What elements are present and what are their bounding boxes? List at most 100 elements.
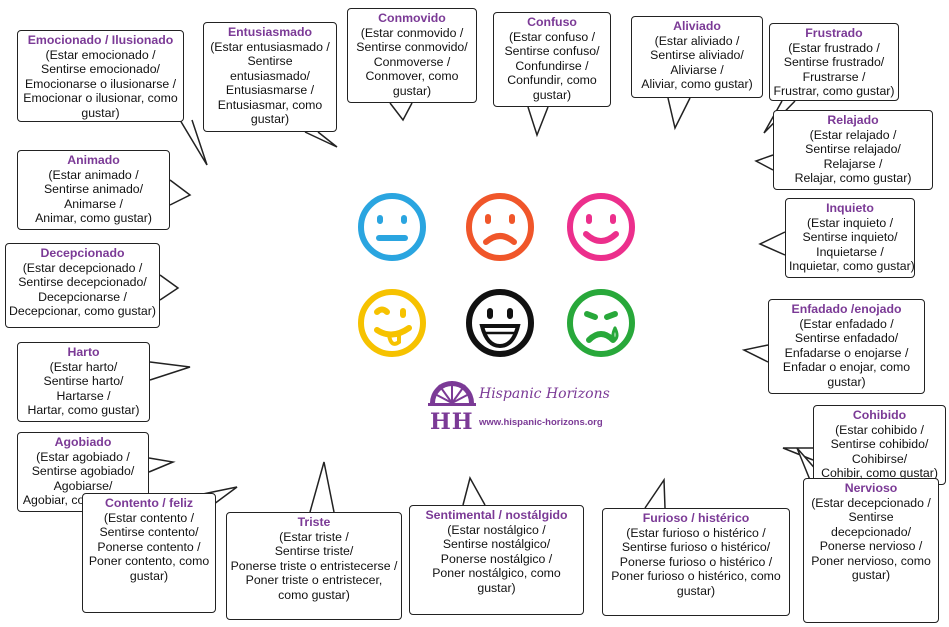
- bubble-line: gustar): [81, 105, 120, 120]
- bubble-line: Emocionar o ilusionar, como: [23, 91, 178, 105]
- speech-bubble: Conmovido(Estar conmovido /Sentirse conm…: [347, 8, 477, 103]
- bubble-title: Harto: [67, 345, 100, 359]
- bubble-line: gustar): [392, 83, 432, 98]
- bubble-line: Sentirse triste/: [274, 544, 354, 558]
- bubble-line: Agobiarse/: [53, 478, 113, 493]
- bubble-line: (Estar relajado /: [809, 127, 897, 142]
- tongue-out-face-icon: [358, 289, 426, 357]
- bubble-line: Ponerse triste o entristecerse /: [230, 558, 398, 573]
- bubble-title: Furioso / histérico: [642, 511, 750, 525]
- bubble-line: Sentirse relajado/: [805, 142, 901, 156]
- bubble-line: Enfadar o enojar, como: [782, 360, 911, 374]
- speech-bubble: Harto(Estar harto/Sentirse harto/Hartars…: [17, 342, 150, 422]
- bubble-line: Conmoverse /: [373, 54, 451, 69]
- sad-face-icon: [466, 193, 534, 261]
- bubble-line: Ponerse contento /: [97, 539, 201, 554]
- bubble-line: (Estar animado /: [48, 167, 139, 182]
- bubble-line: gustar): [129, 568, 169, 583]
- speech-bubble: Sentimental / nostálgido(Estar nostálgic…: [409, 505, 584, 615]
- bubble-line: Relajar, como gustar): [794, 171, 912, 185]
- bubble-line: Poner nervioso, como: [811, 553, 931, 568]
- bubble-line: Aliviarse /: [670, 62, 724, 77]
- bubble-title: Decepcionado: [40, 246, 125, 260]
- bubble-title: Inquieto: [826, 201, 874, 215]
- bubble-line: (Estar nostálgico /: [447, 522, 546, 537]
- bubble-line: (Estar enfadado /: [799, 316, 894, 331]
- crying-face-icon: [567, 289, 635, 357]
- speech-bubble: Furioso / histérico(Estar furioso o hist…: [602, 508, 790, 616]
- bubble-line: Frustrarse /: [802, 69, 866, 84]
- speech-bubble: Triste(Estar triste /Sentirse triste/Pon…: [226, 512, 402, 620]
- bubble-title: Enfadado /enojado: [791, 302, 902, 316]
- bubble-title: Relajado: [827, 113, 879, 127]
- speech-bubble: Confuso(Estar confuso /Sentirse confuso/…: [493, 12, 611, 107]
- bubble-line: Sentirse: [848, 510, 894, 524]
- bubble-line: Decepcionarse /: [38, 289, 127, 304]
- bubble-line: Decepcionar, como gustar): [9, 304, 156, 318]
- speech-bubble: Inquieto(Estar inquieto /Sentirse inquie…: [785, 198, 915, 278]
- bubble-line: Cohibir, como gustar): [821, 466, 938, 480]
- bubble-line: Inquietar, como gustar): [789, 259, 915, 273]
- neutral-face-icon: [358, 193, 426, 261]
- bubble-line: Entusiasmar, como: [217, 97, 323, 112]
- speech-bubble: Emocionado / Ilusionado(Estar emocionado…: [17, 30, 184, 122]
- bubble-line: Poner contento, como: [88, 554, 210, 568]
- bubble-line: Sentirse inquieto/: [802, 230, 898, 244]
- bubble-line: Ponerse furioso o histérico /: [619, 554, 773, 569]
- bubble-line: Conmover, como: [365, 69, 459, 83]
- bubble-line: Entusiasmarse /: [225, 83, 315, 97]
- bubble-line: (Estar harto/: [49, 359, 118, 374]
- bubble-line: (Estar frustrado /: [788, 40, 880, 55]
- logo-initials: HH: [430, 409, 474, 435]
- bubble-line: Sentirse enfadado/: [794, 331, 899, 345]
- bubble-line: (Estar contento /: [103, 510, 195, 525]
- bubble-line: (Estar confuso /: [508, 29, 596, 44]
- bubble-line: (Estar aliviado /: [654, 33, 740, 48]
- bubble-line: Poner nostálgico, como: [432, 566, 561, 580]
- bubble-line: (Estar furioso o histérico /: [626, 525, 766, 540]
- bubble-line: Ponerse nervioso /: [819, 539, 923, 553]
- bubble-title: Animado: [67, 153, 120, 167]
- bubble-title: Emocionado / Ilusionado: [27, 33, 174, 47]
- smiling-face-icon: [567, 193, 635, 261]
- bubble-line: (Estar emocionado /: [45, 47, 156, 62]
- bubble-line: entusiasmado/: [230, 68, 310, 83]
- bubble-title: Confuso: [527, 15, 577, 29]
- bubble-line: Sentirse harto/: [43, 374, 124, 388]
- bubble-line: gustar): [676, 583, 716, 598]
- bubble-line: (Estar conmovido /: [360, 25, 464, 40]
- bubble-line: (Estar entusiasmado /: [210, 39, 330, 54]
- speech-bubble: Contento / feliz(Estar contento /Sentirs…: [82, 493, 216, 613]
- bubble-line: Confundir, como: [507, 73, 597, 87]
- bubble-line: Enfadarse o enojarse /: [784, 345, 909, 360]
- speech-bubble: Aliviado(Estar aliviado /Sentirse alivia…: [631, 16, 763, 98]
- bubble-line: Sentirse agobiado/: [31, 464, 135, 478]
- bubble-line: Sentirse conmovido/: [356, 40, 468, 54]
- bubble-line: Sentirse furioso o histérico/: [621, 540, 771, 554]
- bubble-title: Cohibido: [852, 408, 907, 422]
- speech-bubble: Cohibido(Estar cohibido /Sentirse cohibi…: [813, 405, 946, 485]
- bubble-line: (Estar decepcionado /: [811, 495, 931, 510]
- bubble-line: gustar): [250, 112, 290, 126]
- speech-bubble: Enfadado /enojado(Estar enfadado /Sentir…: [768, 299, 925, 394]
- speech-bubble: Decepcionado(Estar decepcionado /Sentirs…: [5, 243, 160, 328]
- bubble-line: Hartarse /: [56, 388, 111, 403]
- bubble-line: Sentirse confuso/: [504, 44, 600, 58]
- bubble-line: Sentirse frustrado/: [783, 55, 885, 69]
- bubble-line: Inquietarse /: [816, 244, 884, 259]
- bubble-line: decepcionado/: [831, 524, 911, 539]
- bubble-title: Conmovido: [378, 11, 446, 25]
- bubble-line: Frustrar, como gustar): [773, 84, 895, 98]
- bubble-line: Sentirse nostálgico/: [442, 537, 551, 551]
- bubble-line: Animarse /: [64, 196, 123, 211]
- bubble-line: gustar): [851, 568, 891, 582]
- bubble-line: gustar): [532, 87, 572, 102]
- bubble-line: Sentirse: [247, 54, 293, 68]
- bubble-title: Aliviado: [673, 19, 721, 33]
- bubble-title: Nervioso: [844, 481, 898, 495]
- bubble-title: Triste: [297, 515, 331, 529]
- bubble-line: gustar): [827, 374, 866, 389]
- bubble-line: (Estar triste /: [279, 529, 349, 544]
- bubble-line: gustar): [477, 580, 516, 595]
